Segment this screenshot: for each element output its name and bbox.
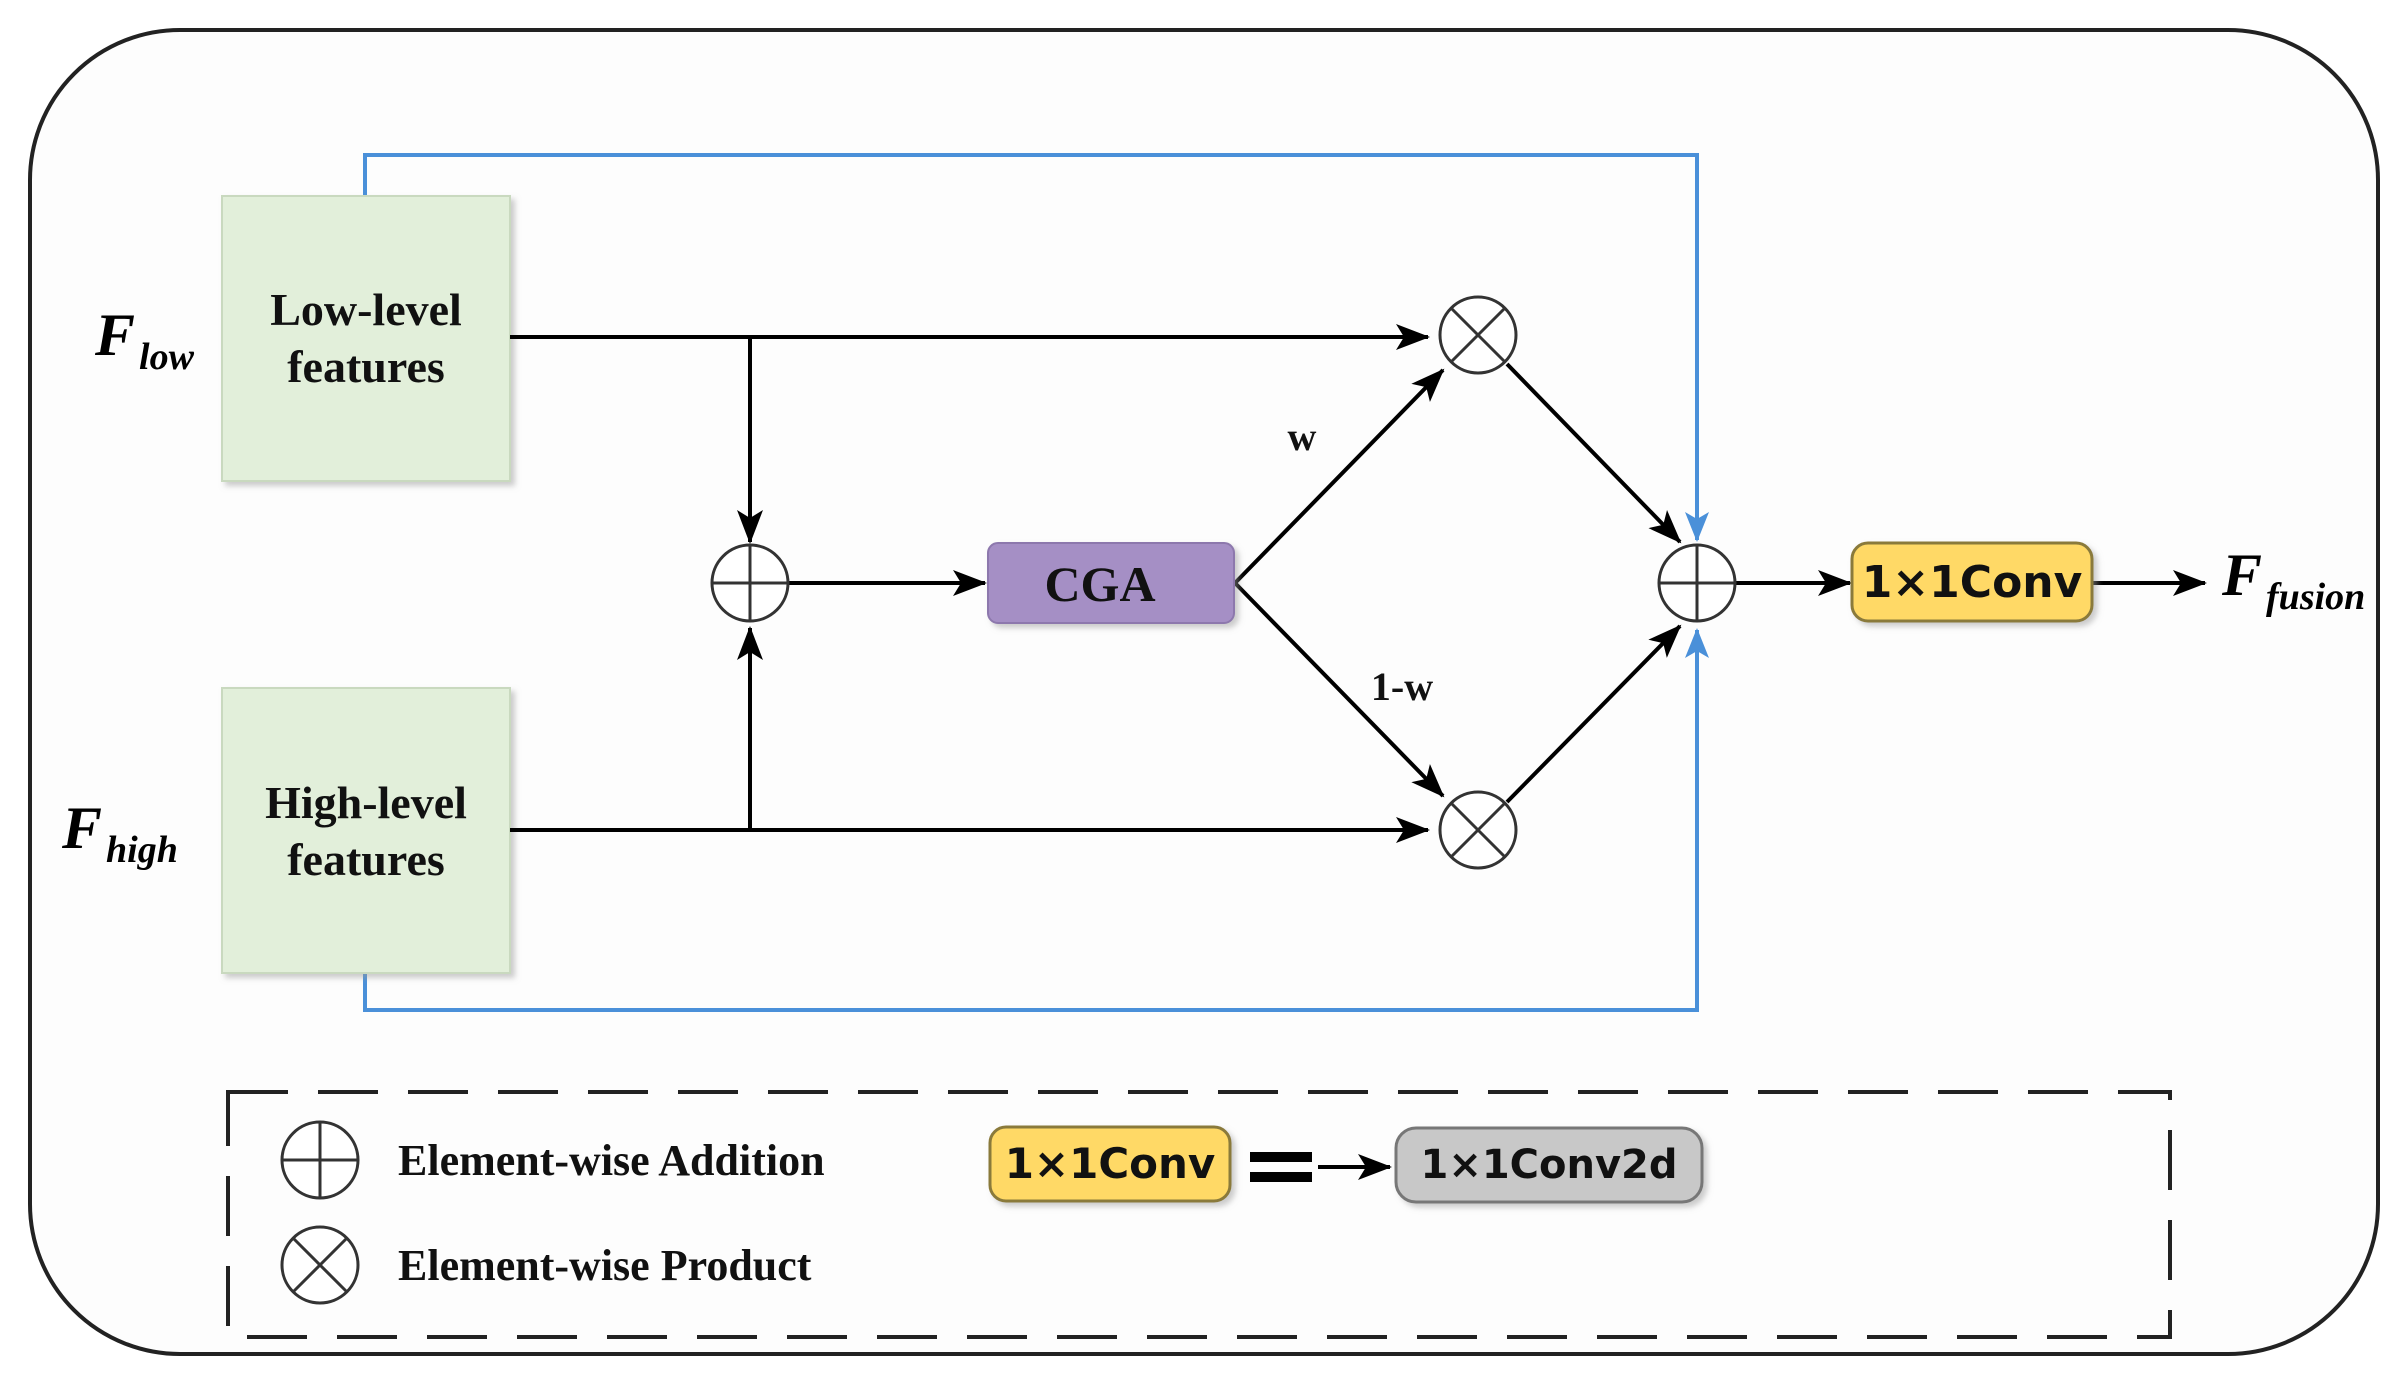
cga-label: CGA [1044, 556, 1155, 612]
high-level-box: High-level features [221, 687, 511, 974]
product-node-bottom [1438, 790, 1518, 870]
high-box-line1: High-level [265, 777, 467, 828]
legend-product-icon [280, 1225, 360, 1305]
legend-frame [226, 1090, 2172, 1339]
product-bottom-to-add-arrow [1505, 624, 1682, 804]
legend-product-label: Element-wise Product [398, 1241, 812, 1290]
high-skip-line [363, 628, 1709, 1012]
legend-conv2d-label: 1×1Conv2d [1420, 1142, 1677, 1188]
addition-node-left [710, 543, 790, 623]
legend-conv2d-box: 1×1Conv2d [1394, 1126, 1704, 1204]
skip-connections [363, 153, 1709, 1012]
outer-frame [28, 28, 2380, 1356]
addition-node-right [1657, 543, 1737, 623]
product-node-top [1438, 295, 1518, 375]
legend-addition-icon [280, 1120, 360, 1200]
conv-label: 1×1Conv [1862, 557, 2083, 608]
cga-box: CGA [987, 542, 1235, 624]
high-box-line2: features [287, 834, 445, 885]
product-top-to-add-arrow [1505, 362, 1682, 544]
conv-box: 1×1Conv [1850, 541, 2094, 623]
legend-addition-label: Element-wise Addition [398, 1136, 825, 1185]
cga-to-product-bottom-arrow [1233, 581, 1445, 798]
flow-lines [510, 324, 2207, 843]
legend-equals-icon [1250, 1152, 1312, 1182]
low-box-line1: Low-level [270, 284, 462, 335]
legend-conv-label: 1×1Conv [1005, 1139, 1216, 1188]
low-level-box: Low-level features [221, 195, 511, 482]
weight-w-label: w [1288, 414, 1317, 459]
low-skip-line [363, 153, 1709, 542]
legend: Element-wise Addition Element-wise Produ… [226, 1090, 2172, 1339]
legend-conv-box: 1×1Conv [988, 1125, 1232, 1203]
cga-to-product-top-arrow [1233, 368, 1445, 585]
weight-1-minus-w-label: 1-w [1371, 664, 1433, 709]
low-box-line2: features [287, 341, 445, 392]
